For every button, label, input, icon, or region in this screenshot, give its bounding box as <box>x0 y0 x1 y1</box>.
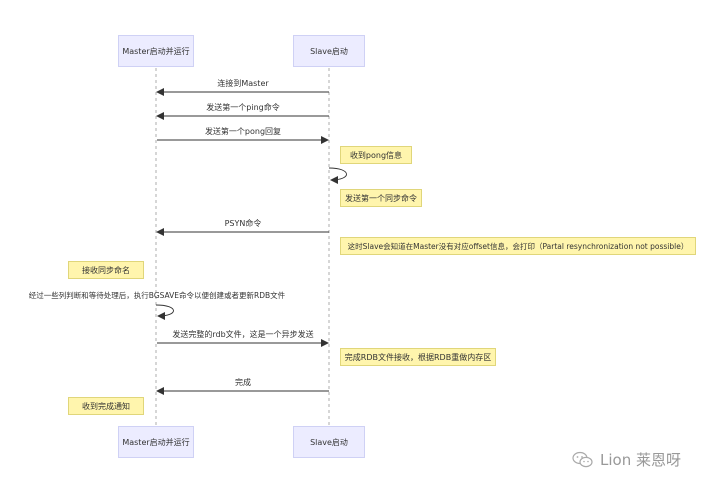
note-text: 收到完成通知 <box>82 401 130 411</box>
note-text: 这时Slave会知道在Master没有对应offset信息，会打印（Partal… <box>347 241 689 251</box>
self-arrow-slave <box>328 167 347 184</box>
message-label: 经过一些列判断和等待处理后，执行BGSAVE命令以便创建或者更新RDB文件 <box>28 291 286 300</box>
message-label: 发送第一个ping命令 <box>206 103 280 112</box>
actor-slave-top: Slave启动 <box>293 35 365 67</box>
actor-master-label: Master启动并运行 <box>122 437 190 447</box>
note: 发送第一个同步命令 <box>340 189 422 207</box>
actor-master-label: Master启动并运行 <box>122 46 190 56</box>
message-label: PSYN命令 <box>224 219 262 228</box>
note: 收到完成通知 <box>68 397 144 415</box>
actor-master-bottom: Master启动并运行 <box>118 426 194 458</box>
actor-slave-bottom: Slave启动 <box>293 426 365 458</box>
wechat-icon <box>572 451 593 467</box>
self-arrow-master <box>155 304 174 320</box>
message-label: 发送完整的rdb文件，这是一个异步发送 <box>172 330 314 339</box>
watermark-text: Lion 莱恩呀 <box>600 451 681 469</box>
note: 这时Slave会知道在Master没有对应offset信息，会打印（Partal… <box>340 237 696 255</box>
actor-master-top: Master启动并运行 <box>118 35 194 67</box>
note: 收到pong信息 <box>340 146 412 164</box>
note: 接收同步命名 <box>68 261 144 279</box>
note-text: 收到pong信息 <box>349 150 403 160</box>
message-label: 完成 <box>235 378 251 387</box>
note-text: 完成RDB文件接收，根据RDB重做内存区 <box>344 352 492 362</box>
actor-slave-label: Slave启动 <box>310 46 348 56</box>
note-text: 接收同步命名 <box>82 265 130 275</box>
actor-slave-label: Slave启动 <box>310 437 348 447</box>
message-label: 发送第一个pong回复 <box>204 127 282 136</box>
watermark: Lion 莱恩呀 <box>572 449 681 470</box>
note: 完成RDB文件接收，根据RDB重做内存区 <box>340 348 496 366</box>
message-label: 连接到Master <box>217 79 269 88</box>
note-text: 发送第一个同步命令 <box>345 193 417 203</box>
